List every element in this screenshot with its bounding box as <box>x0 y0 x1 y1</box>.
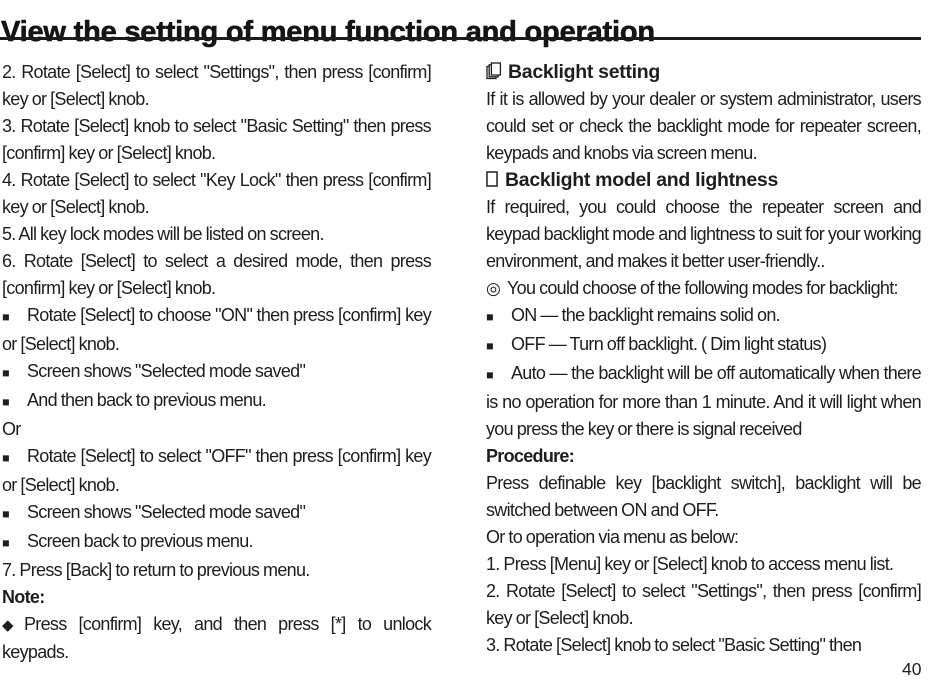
mode-text: Auto — the backlight will be off automat… <box>486 363 922 439</box>
square-bullet-icon: ■ <box>486 368 494 382</box>
square-bullet-icon: ■ <box>2 507 10 521</box>
pages-icon <box>486 62 502 80</box>
bullet-item: ■Rotate [Select] to choose "ON" then pre… <box>2 302 432 358</box>
note-item: ◆Press [confirm] key, and then press [*]… <box>2 611 432 666</box>
section-heading: Backlight setting <box>486 59 921 86</box>
instruction-step: 1. Press [Menu] key or [Select] knob to … <box>486 554 894 574</box>
square-bullet-icon: ■ <box>2 366 10 380</box>
instruction-step: 4. Rotate [Select] to select "Key Lock" … <box>2 170 432 217</box>
subsection-heading: Backlight model and lightness <box>486 167 921 194</box>
bullet-text: Rotate [Select] to select "OFF" then pre… <box>2 446 432 495</box>
instruction-step: 3. Rotate [Select] knob to select "Basic… <box>2 116 432 163</box>
instruction-step: 5. All key lock modes will be listed on … <box>2 224 324 244</box>
instruction-step: 6. Rotate [Select] to select a desired m… <box>2 251 432 298</box>
bullet-item: ■ And then back to previous menu. <box>2 387 431 416</box>
bullet-text: Screen shows "Selected mode saved" <box>27 361 306 381</box>
instruction-step: 2. Rotate [Select] to select "Settings",… <box>2 62 432 109</box>
target-bullet-icon: ◎ <box>486 279 501 298</box>
square-bullet-icon: ■ <box>486 339 494 353</box>
bullet-text: Screen shows "Selected mode saved" <box>27 502 306 522</box>
square-bullet-icon: ■ <box>2 395 10 409</box>
instruction-step: 7. Press [Back] to return to previous me… <box>2 560 310 580</box>
note-label: Note: <box>2 587 45 607</box>
mode-item: ■ ON — the backlight remains solid on. <box>486 302 921 331</box>
mode-item: ■ OFF — Turn off backlight. ( Dim light s… <box>486 331 921 360</box>
or-label: Or <box>2 419 21 439</box>
diamond-bullet-icon: ◆ <box>2 617 14 634</box>
paragraph: Or to operation via menu as below: <box>486 527 739 547</box>
section-heading-label: Backlight setting <box>508 61 661 83</box>
bullet-item: ■ Screen back to previous menu. <box>2 528 431 557</box>
note-text: Press [confirm] key, and then press [*] … <box>2 614 432 662</box>
square-bullet-icon: ■ <box>2 451 10 465</box>
right-column: Backlight setting If it is allowed by yo… <box>486 59 922 659</box>
modes-intro-text: You could choose of the following modes … <box>507 278 899 298</box>
mode-item: ■Auto — the backlight will be off automa… <box>486 360 922 443</box>
bullet-text: Screen back to previous menu. <box>27 531 254 551</box>
modes-intro: ◎ You could choose of the following modes… <box>486 275 921 302</box>
left-column: 2. Rotate [Select] to select "Settings",… <box>2 59 432 666</box>
bullet-item: ■ Screen shows "Selected mode saved" <box>2 358 431 387</box>
bullet-item: ■Rotate [Select] to select "OFF" then pr… <box>2 443 432 499</box>
title-rule <box>0 37 921 40</box>
mode-text: ON — the backlight remains solid on. <box>511 305 781 325</box>
instruction-step: 3. Rotate [Select] knob to select "Basic… <box>486 635 862 655</box>
page-number: 40 <box>902 659 922 679</box>
paragraph: Press definable key [backlight switch], … <box>486 473 922 520</box>
square-bullet-icon: ■ <box>2 310 10 324</box>
page-title: View the setting of menu function and op… <box>1 16 656 49</box>
procedure-label: Procedure: <box>486 446 575 466</box>
instruction-step: 2. Rotate [Select] to select "Settings",… <box>486 581 922 628</box>
bullet-item: ■ Screen shows "Selected mode saved" <box>2 499 431 528</box>
square-bullet-icon: ■ <box>2 536 10 550</box>
document-icon <box>486 171 498 187</box>
paragraph: If required, you could choose the repeat… <box>486 197 922 271</box>
paragraph: If it is allowed by your dealer or syste… <box>486 89 922 163</box>
square-bullet-icon: ■ <box>486 310 494 324</box>
bullet-text: Rotate [Select] to choose "ON" then pres… <box>2 305 432 354</box>
subsection-heading-label: Backlight model and lightness <box>505 169 779 191</box>
mode-text: OFF — Turn off backlight. ( Dim light st… <box>511 334 827 354</box>
bullet-text: And then back to previous menu. <box>27 390 267 410</box>
